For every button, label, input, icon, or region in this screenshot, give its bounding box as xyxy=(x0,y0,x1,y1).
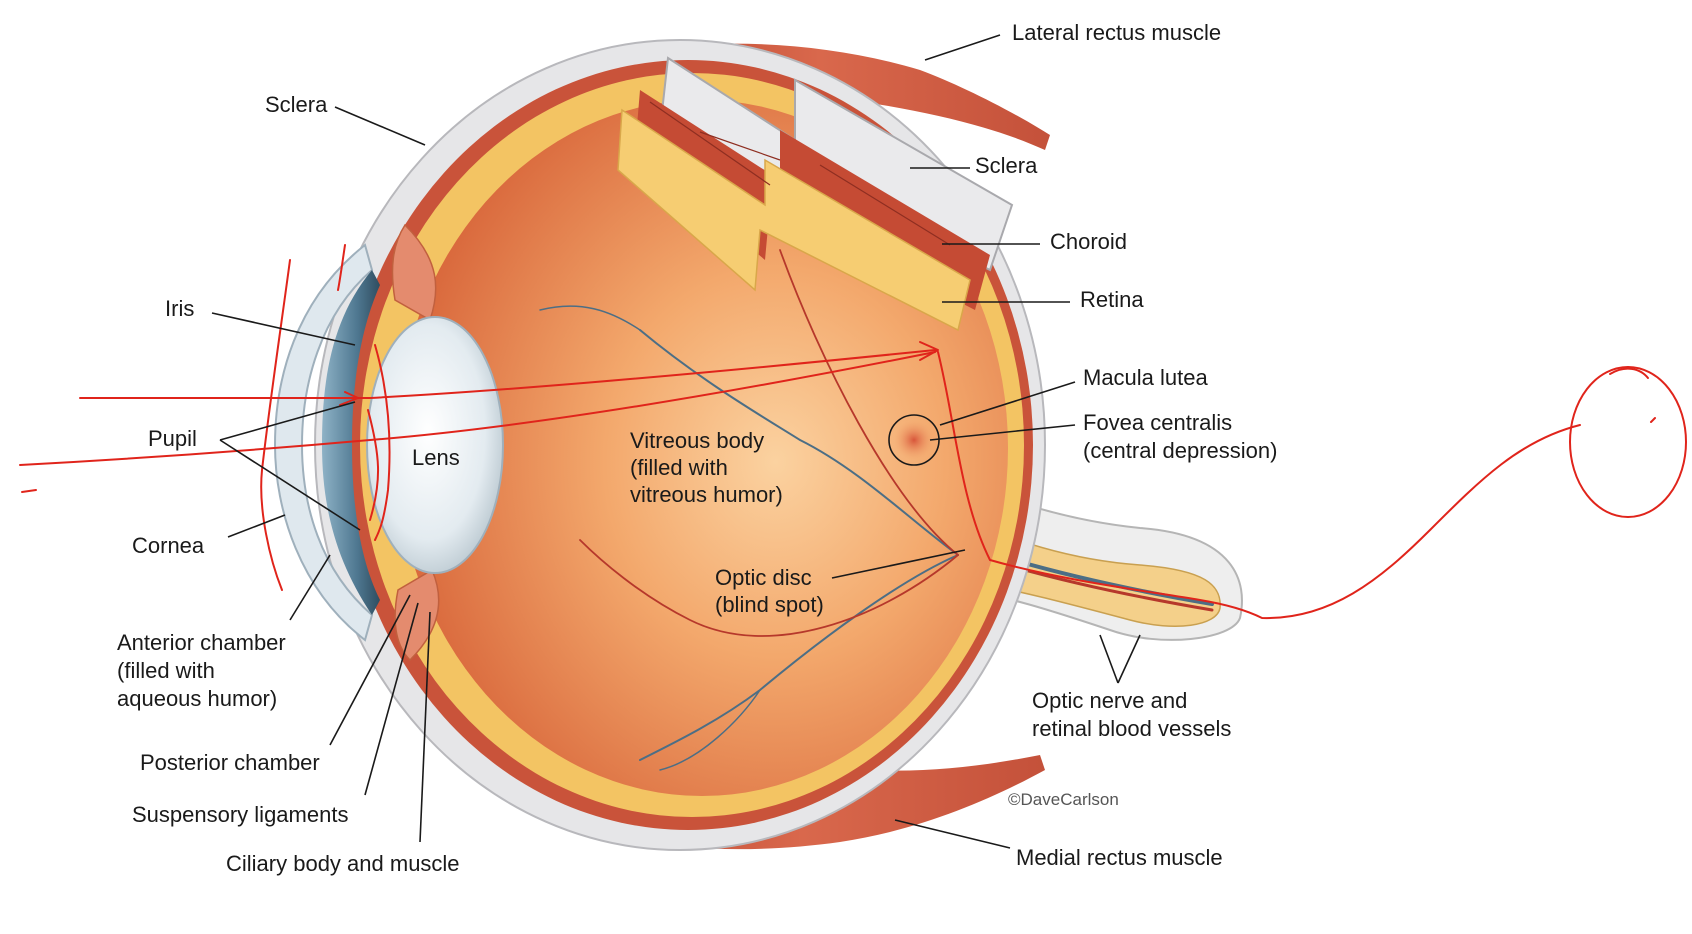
label-aqueous-humor: aqueous humor) xyxy=(117,686,277,711)
label-optic-nerve: Optic nerve and xyxy=(1032,688,1187,713)
label-suspensory-ligaments: Suspensory ligaments xyxy=(132,802,348,827)
label-medial-rectus-muscle: Medial rectus muscle xyxy=(1016,845,1223,870)
label-choroid: Choroid xyxy=(1050,229,1127,254)
fovea-spot xyxy=(894,420,934,460)
label-pupil: Pupil xyxy=(148,426,197,451)
label-optic-disc: Optic disc xyxy=(715,565,812,590)
label-ciliary-body-and-muscle: Ciliary body and muscle xyxy=(226,851,460,876)
label-retina: Retina xyxy=(1080,287,1144,312)
label-iris: Iris xyxy=(165,296,194,321)
label-lateral-rectus-muscle: Lateral rectus muscle xyxy=(1012,20,1221,45)
label-macula-lutea: Macula lutea xyxy=(1083,365,1209,390)
label-sclera-right: Sclera xyxy=(975,153,1038,178)
label-vitreous-body: Vitreous body xyxy=(630,428,764,453)
label-vitreous-humor: vitreous humor) xyxy=(630,482,783,507)
label-cornea: Cornea xyxy=(132,533,205,558)
label-anterior-chamber: Anterior chamber xyxy=(117,630,286,655)
label-anterior-filled-with: (filled with xyxy=(117,658,215,683)
label-lens: Lens xyxy=(412,445,460,470)
label-blind-spot: (blind spot) xyxy=(715,592,824,617)
label-retinal-blood-vessels: retinal blood vessels xyxy=(1032,716,1231,741)
label-vitreous-filled-with: (filled with xyxy=(630,455,728,480)
label-fovea-centralis: Fovea centralis xyxy=(1083,410,1232,435)
label-posterior-chamber: Posterior chamber xyxy=(140,750,320,775)
credit-text: ©DaveCarlson xyxy=(1008,790,1119,809)
label-sclera-left: Sclera xyxy=(265,92,328,117)
label-fovea-central-depression: (central depression) xyxy=(1083,438,1277,463)
